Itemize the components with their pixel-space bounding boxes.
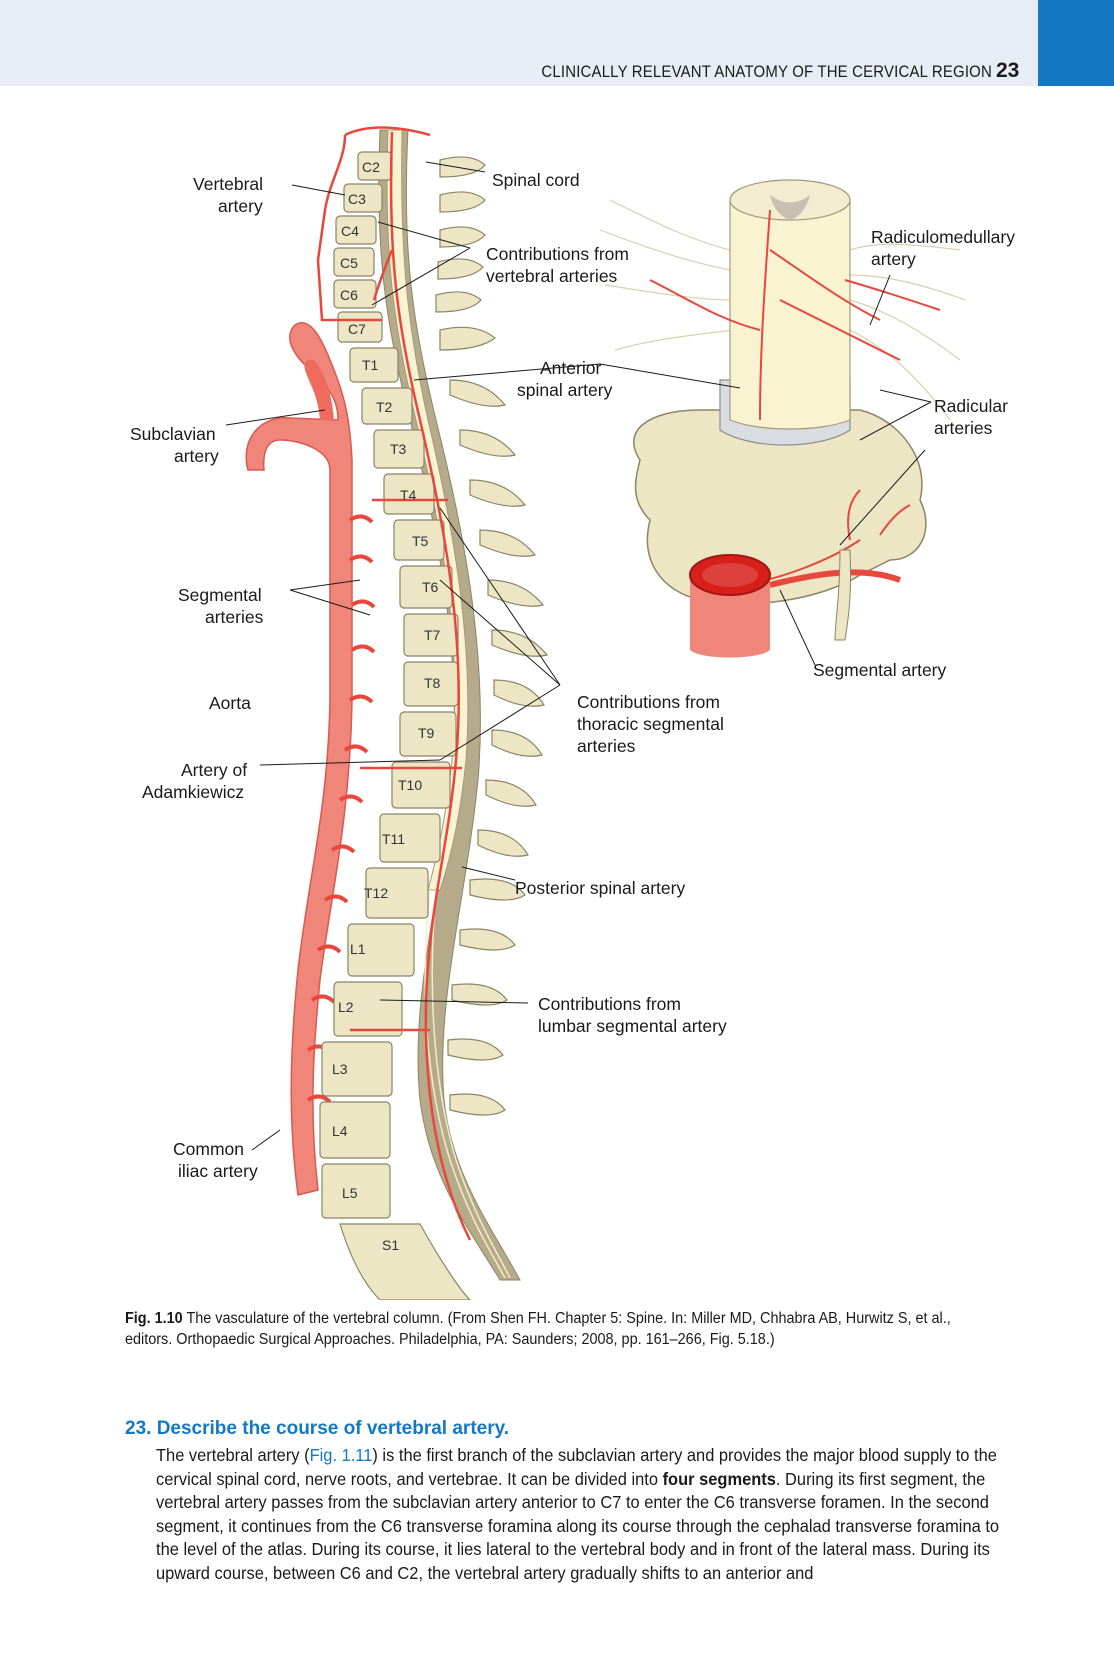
vertebra-label: C7 <box>348 321 366 337</box>
label-radicular: Radicular <box>934 396 1008 416</box>
spine-vasculature-figure: C2 C3 C4 C5 C6 C7 T1 T2 T3 T4 T5 T6 T7 T… <box>130 126 1015 1300</box>
label-common-iliac: Common <box>173 1139 244 1159</box>
figure-label: Fig. 1.10 <box>125 1310 183 1327</box>
vertebral-labels: C2 C3 C4 C5 C6 C7 T1 T2 T3 T4 T5 T6 T7 T… <box>332 159 441 1253</box>
emphasis-text: four segments <box>662 1468 776 1489</box>
label-subclavian: Subclavian <box>130 424 216 444</box>
vertebra-label: C6 <box>340 287 358 303</box>
vertebra-label: L2 <box>338 999 354 1015</box>
vertebra-label: S1 <box>382 1237 399 1253</box>
vertebra-label: T8 <box>424 675 441 691</box>
label-contrib-vertebral: Contributions from <box>486 244 629 264</box>
label-contrib-vertebral: vertebral arteries <box>486 266 618 286</box>
inset-cross-section <box>599 179 966 658</box>
vertebra-label: T6 <box>422 579 439 595</box>
label-spinal-cord: Spinal cord <box>492 170 580 190</box>
spinal-arteries <box>316 126 472 1241</box>
label-segmental-artery: Segmental artery <box>813 660 947 680</box>
label-adamkiewicz: Artery of <box>181 760 247 780</box>
label-adamkiewicz: Adamkiewicz <box>142 782 244 802</box>
label-contrib-thoracic: Contributions from <box>577 692 720 712</box>
label-contrib-thoracic: arteries <box>577 736 636 756</box>
question-title: 23. Describe the course of vertebral art… <box>125 1418 510 1439</box>
page-number: 23 <box>996 59 1020 82</box>
vertebra-label: L4 <box>332 1123 348 1139</box>
vertebra-label: T5 <box>412 533 429 549</box>
vertebra-label: T11 <box>382 831 405 847</box>
label-vertebral-artery: artery <box>218 196 263 216</box>
label-segmental-arteries: arteries <box>205 607 264 627</box>
label-subclavian: artery <box>174 446 219 466</box>
label-segmental-arteries: Segmental <box>178 585 262 605</box>
vertebral-bodies <box>319 151 471 1300</box>
nerve-roots <box>599 199 966 421</box>
header-band <box>0 0 1038 86</box>
vertebra-label: T1 <box>362 357 379 373</box>
aorta <box>245 322 353 1196</box>
label-radicular: arteries <box>934 418 993 438</box>
label-anterior-spinal: spinal artery <box>517 380 613 400</box>
label-common-iliac: iliac artery <box>178 1161 258 1181</box>
cord-cylinder <box>729 199 851 430</box>
answer-text: The vertebral artery ( <box>156 1445 310 1465</box>
chapter-tab <box>1038 0 1114 86</box>
vertebra-label: L3 <box>332 1061 348 1077</box>
vertebra-label: C2 <box>362 159 380 175</box>
label-posterior-spinal: Posterior spinal artery <box>515 878 685 898</box>
vertebra-label: T10 <box>398 777 422 793</box>
vertebra-label: L1 <box>350 941 366 957</box>
label-vertebral-artery: Vertebral <box>193 174 263 194</box>
label-radiculomedullary: Radiculomedullary <box>871 227 1015 247</box>
leader-lines <box>225 161 932 1151</box>
cauda-equina <box>424 889 511 1279</box>
vertebra-label: C4 <box>341 223 359 239</box>
vertebra-label: C5 <box>340 255 358 271</box>
vertebra-label: C3 <box>348 191 366 207</box>
answer-text: ) is the first branch of the subclavian … <box>156 1445 997 1489</box>
question-answer: The vertebral artery (Fig. 1.11) is the … <box>156 1444 1002 1585</box>
vertebra-label: T12 <box>364 885 388 901</box>
subclavian-artery <box>304 359 334 420</box>
running-head: CLINICALLY RELEVANT ANATOMY OF THE CERVI… <box>541 62 992 81</box>
figure-link[interactable]: Fig. 1.11 <box>309 1445 373 1465</box>
figure-labels: Vertebral artery Spinal cord Contributio… <box>130 170 1015 1181</box>
spinal-cord <box>386 129 469 891</box>
segmental-artery-stubs <box>306 514 376 1104</box>
label-aorta: Aorta <box>209 693 251 713</box>
figure-caption: Fig. 1.10 The vasculature of the vertebr… <box>125 1308 981 1350</box>
vertebra-label: T7 <box>424 627 441 643</box>
caption-text: The vasculature of the vertebral column.… <box>125 1310 951 1348</box>
answer-text: . During its first segment, the vertebra… <box>156 1468 1000 1583</box>
label-anterior-spinal: Anterior <box>540 358 601 378</box>
spinous-processes <box>435 156 549 1116</box>
label-contrib-lumbar: lumbar segmental artery <box>538 1016 727 1036</box>
vertebra-label: T3 <box>390 441 407 457</box>
vertebra-label: T4 <box>400 487 417 503</box>
vertebral-body-inset <box>633 409 927 605</box>
label-radiculomedullary: artery <box>871 249 916 269</box>
vertebra-label: T2 <box>376 399 393 415</box>
segmental-artery-inset <box>690 580 770 658</box>
vertebra-label: L5 <box>342 1185 358 1201</box>
label-contrib-thoracic: thoracic segmental <box>577 714 724 734</box>
vertebra-label: T9 <box>418 725 435 741</box>
label-contrib-lumbar: Contributions from <box>538 994 681 1014</box>
